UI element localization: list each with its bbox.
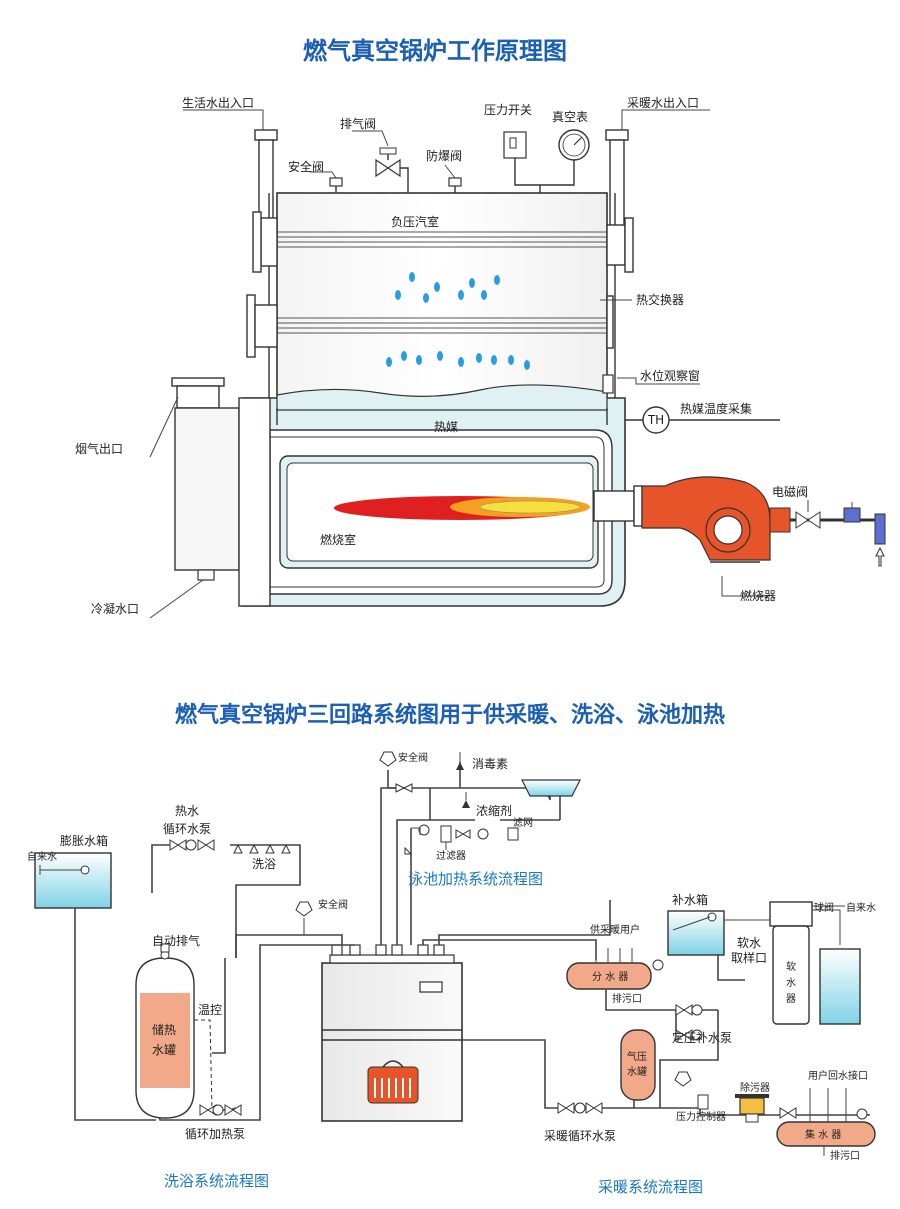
pool-basin [521,779,581,797]
label-soft-water-2: 取样口 [731,950,767,965]
label-air-tank-2: 水罐 [627,1065,647,1078]
boiler-shell [276,192,608,409]
label-makeup-tank: 补水箱 [672,892,708,907]
label-bath: 洗浴 [252,857,276,871]
air-pressure-tank [620,1029,656,1101]
label-user-return: 用户回水接口 [808,1069,868,1082]
label-storage-tank-2: 水罐 [152,1043,176,1057]
label-pool-flow: 泳池加热系统流程图 [408,870,543,888]
burner [641,476,791,563]
label-softener-2: 水 [786,977,796,989]
label-auto-vent: 自动排气 [152,933,200,948]
label-heating-flow: 采暖系统流程图 [598,1178,703,1196]
label-storage-tank-1: 储热 [152,1022,176,1037]
label-heating-users: 供采暖用户 [590,923,640,936]
label-concentrate: 浓缩剂 [476,803,512,818]
heating-pipe [609,139,625,231]
label-vacuum-chamber: 负压汽室 [391,214,439,229]
label-flue-outlet: 烟气出口 [75,441,123,456]
label-air-tank-1: 气压 [627,1050,647,1063]
label-level-window: 水位观察窗 [640,368,700,383]
label-domestic-water: 生活水出入口 [182,96,254,110]
label-ball-valve: 球阀 [814,901,834,914]
vapor-bubbles [386,272,530,370]
label-strainer: 滤网 [513,816,533,829]
label-d2-safety-valve-top: 安全阀 [398,751,428,764]
decontaminator [739,1097,765,1115]
label-circ-pump-hot: 循环水泵 [163,822,211,836]
diagram2: 燃气真空锅炉三回路系统图用于供采暖、洗浴、泳池加热 [27,702,876,1196]
label-explosion-valve: 防爆阀 [426,148,462,163]
label-softener-3: 器 [786,993,796,1005]
label-pressure-ctrl: 压力控制器 [676,1110,726,1123]
top-fittings [329,129,590,193]
label-d2-safety-valve-mid: 安全阀 [318,898,348,911]
label-circ-heat-pump: 循环加热泵 [185,1127,245,1141]
heat-exchanger-tubes [277,231,607,334]
label-heat-medium: 热媒 [434,420,458,434]
expansion-tank [34,852,112,909]
central-boiler [321,954,463,1122]
label-expansion-tank: 膨胀水箱 [60,833,108,848]
label-media-temp: 热媒温度采集 [680,401,752,416]
label-hot-water: 热水 [175,804,199,818]
label-softener-1: 软 [786,960,796,973]
label-heat-exchanger: 热交换器 [636,292,684,307]
softener [772,925,810,1025]
label-heat-circ-pump: 采暖循环水泵 [544,1129,616,1143]
distributor [566,962,652,990]
diagram1-title: 燃气真空锅炉工作原理图 [303,37,567,65]
label-drain-1: 排污口 [612,992,642,1005]
label-collector: 集 水 器 [805,1128,841,1141]
label-filter: 过滤器 [436,849,466,862]
label-tap-water-left: 自来水 [27,850,57,863]
label-soft-water-1: 软水 [737,936,761,950]
softener-head [769,901,813,927]
label-drain-2: 排污口 [830,1149,860,1162]
gas-line [790,500,886,567]
flue-stack [171,377,271,607]
brine-tank [819,948,861,1025]
label-disinfectant: 消毒素 [472,757,508,771]
diagram2-title: 燃气真空锅炉三回路系统图用于供采暖、洗浴、泳池加热 [175,702,725,728]
diagram1: 燃气真空锅炉工作原理图 [75,37,886,619]
label-solenoid-valve: 电磁阀 [772,484,808,499]
label-tap-water-right: 自来水 [846,901,876,914]
label-vacuum-gauge: 真空表 [552,110,588,124]
domestic-flange [254,129,278,141]
label-exhaust-valve: 排气阀 [340,116,376,131]
collector [776,1121,876,1147]
label-pressure-switch: 压力开关 [484,103,532,117]
label-condensate: 冷凝水口 [91,601,139,616]
label-safety-valve: 安全阀 [288,159,324,174]
label-bath-flow: 洗浴系统流程图 [164,1172,269,1190]
label-heating-water: 采暖水出入口 [627,96,699,110]
th-text: TH [647,413,664,427]
label-burner: 燃烧器 [740,588,776,603]
heating-flange [605,129,629,141]
label-makeup-pump: 定压补水泵 [672,1030,732,1045]
label-decontaminator: 除污器 [740,1081,770,1094]
label-temp-control: 温控 [198,1003,222,1017]
label-combustion-chamber: 燃烧室 [320,532,356,547]
label-distributor: 分 水 器 [592,971,628,983]
